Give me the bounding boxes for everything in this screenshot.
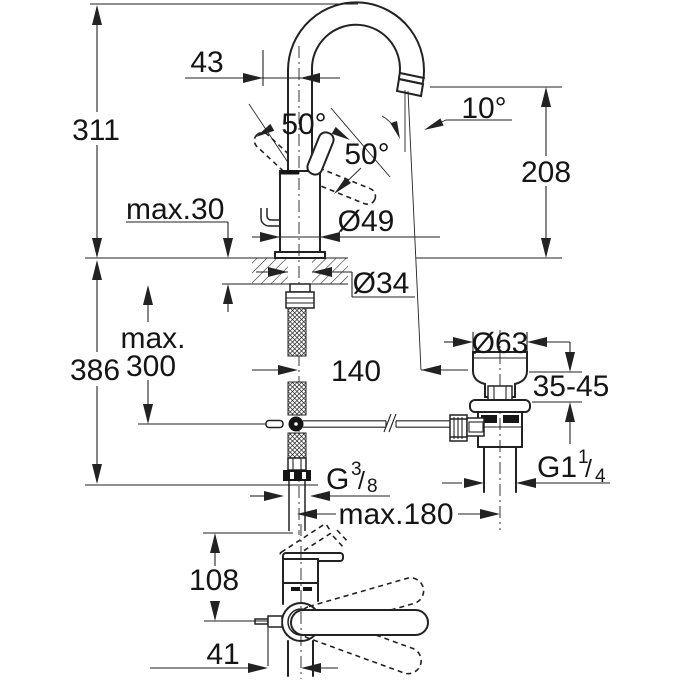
dim-label-waste-flange-diameter: Ø63 bbox=[472, 327, 529, 360]
dim-label-total-height: 311 bbox=[72, 114, 120, 147]
front-view bbox=[85, 1, 562, 535]
dim-label-spout-reach: 140 bbox=[331, 355, 381, 388]
dim-label-pullrod-max-1: max. bbox=[120, 322, 185, 355]
dim-label-body-diameter: Ø49 bbox=[338, 205, 395, 238]
dim-label-handle-angle-left: 50° bbox=[281, 108, 326, 141]
dim-label-supply-thread-num: 3 bbox=[351, 459, 362, 480]
waste-assembly bbox=[449, 330, 531, 530]
flexible-hose bbox=[287, 307, 307, 459]
dim-label-supply-thread-slash: / bbox=[358, 467, 365, 495]
dim-label-hole-diameter: Ø34 bbox=[353, 267, 410, 300]
dim-label-spout-offset: 43 bbox=[190, 46, 223, 79]
lever-side-view bbox=[290, 609, 429, 636]
dim-label-supply-thread-g: G bbox=[326, 463, 349, 496]
dim-label-center-distance: max.180 bbox=[338, 498, 453, 531]
dim-label-side-offset: 41 bbox=[206, 638, 239, 671]
dim-label-waste-thread-slash: / bbox=[585, 455, 592, 483]
dim-label-outlet-angle: 10° bbox=[461, 92, 506, 125]
dim-label-pullrod-max-2: 300 bbox=[126, 350, 176, 383]
dim-label-handle-angle-right: 50° bbox=[344, 138, 389, 171]
dimensions: 311 43 50° 50° 10° 208 max.30 bbox=[70, 3, 610, 673]
dim-label-side-height: 108 bbox=[189, 564, 239, 597]
dim-label-waste-thread-g: G1 bbox=[537, 451, 577, 484]
dim-label-clamping-range: 35-45 bbox=[533, 370, 610, 403]
dim-label-below-deck-height: 386 bbox=[70, 354, 120, 387]
dim-label-spout-height: 208 bbox=[521, 156, 571, 189]
dim-label-waste-thread-num: 1 bbox=[578, 447, 589, 468]
dim-label-waste-thread-den: 4 bbox=[595, 466, 606, 487]
dim-label-deck-max: max.30 bbox=[126, 193, 224, 226]
dim-label-supply-thread-den: 8 bbox=[367, 476, 378, 497]
